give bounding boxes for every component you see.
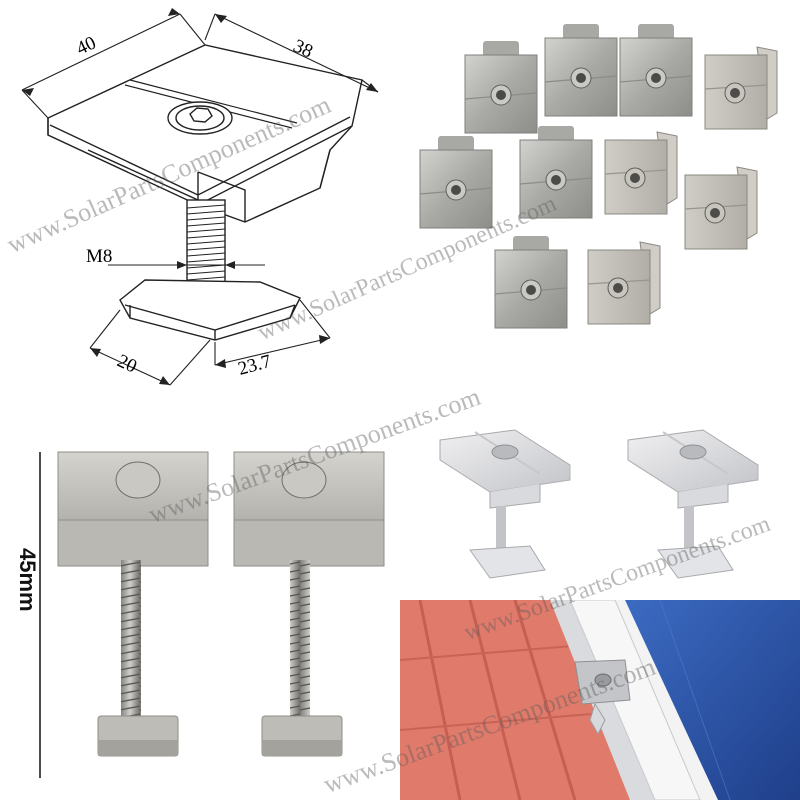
clamp-photo <box>494 235 568 329</box>
dim-bolt: M8 <box>86 246 112 267</box>
dim-nut-depth: 23.7 <box>236 351 274 380</box>
dim-width-top: 40 <box>73 32 99 59</box>
clamp-photo <box>519 125 593 219</box>
clamp-photo <box>604 131 678 215</box>
clamp-photo <box>544 23 618 117</box>
clamp-photo <box>419 135 493 229</box>
clamp-photo <box>684 166 758 250</box>
render-clamp <box>439 429 571 579</box>
clamp-photo <box>587 241 661 325</box>
clamp-photo <box>464 40 538 134</box>
clamp-product-grid <box>410 0 800 400</box>
roof-installation <box>400 600 800 800</box>
dim-depth-top: 38 <box>290 35 316 62</box>
dim-nut-width: 20 <box>114 350 140 377</box>
clamp-render <box>410 400 800 600</box>
technical-drawing: 40 38 M8 20 23.7 <box>0 0 410 400</box>
render-clamp <box>627 429 759 579</box>
height-label: 45mm <box>15 548 40 612</box>
clamp-photo <box>704 46 778 130</box>
clamp-photo <box>619 23 693 117</box>
clamp-height-photo <box>0 400 410 800</box>
